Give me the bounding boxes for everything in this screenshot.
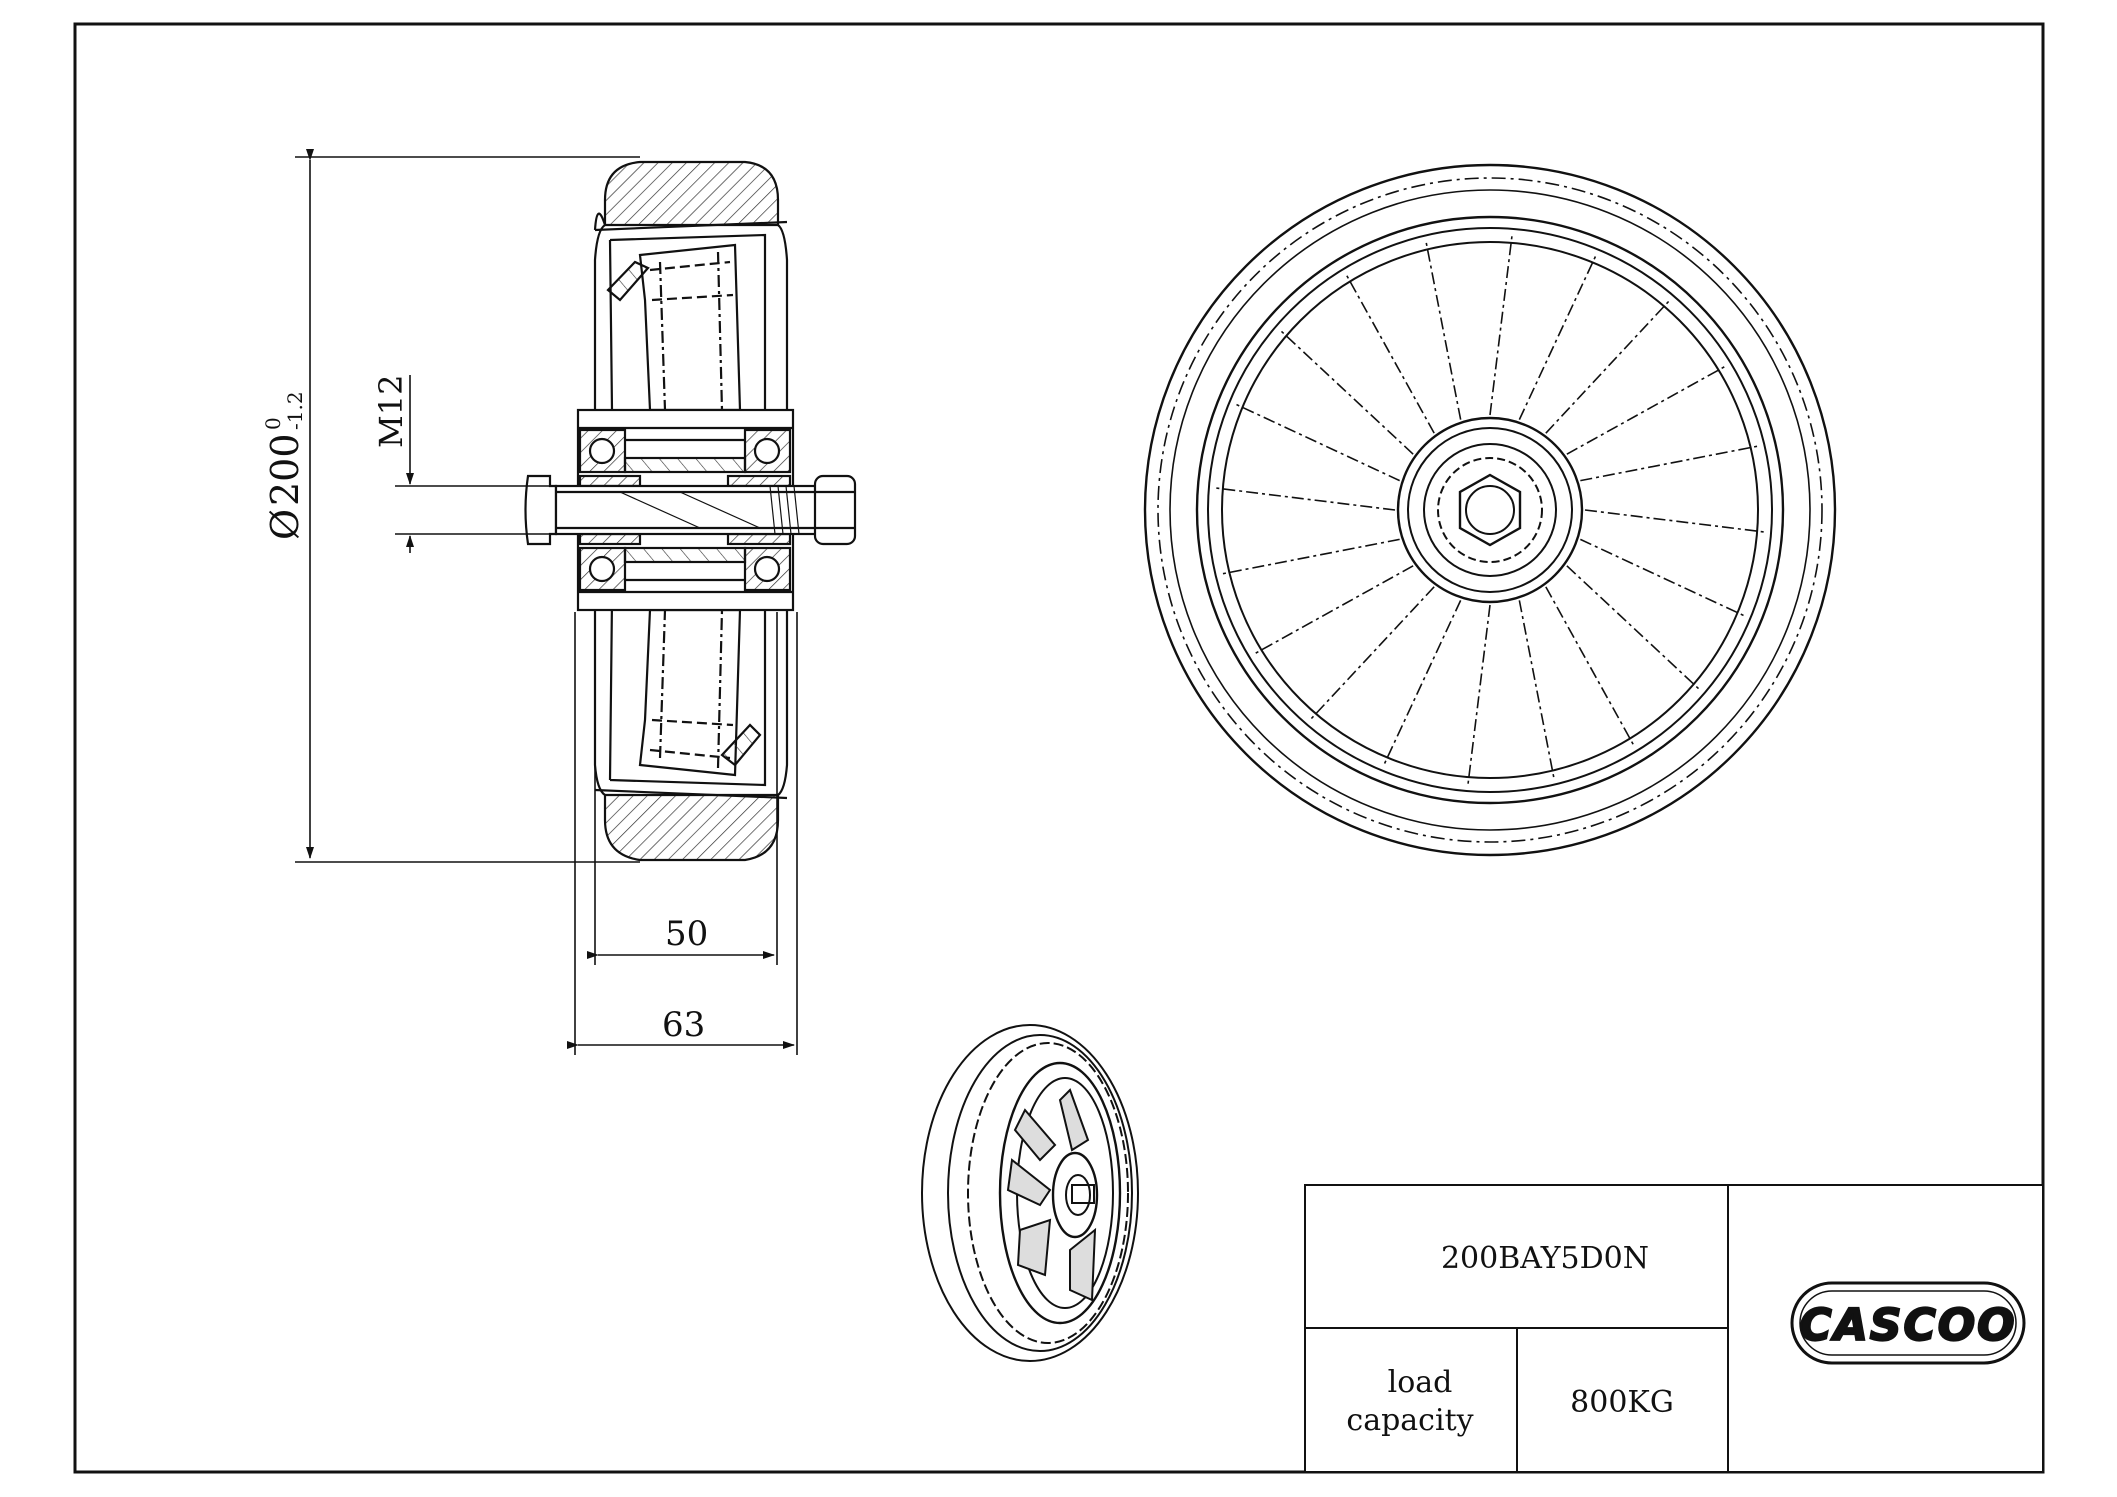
wheel-section-view (524, 160, 857, 862)
spoke-line (1467, 604, 1491, 785)
spoke-line (1518, 600, 1555, 778)
brand-logo-text: CASCOO (1799, 1300, 2016, 1351)
spoke-line (1235, 403, 1400, 482)
title-block (1304, 1184, 2044, 1473)
spoke-line (1545, 586, 1635, 746)
spoke-line (1566, 365, 1726, 455)
spoke-line (1580, 445, 1758, 482)
diameter-tol-lower: -1.2 (283, 391, 307, 430)
sheet-border (73, 22, 2045, 1474)
spoke-line (1584, 509, 1765, 533)
spoke-line (1489, 235, 1513, 416)
load-capacity-label-line1: load (1388, 1365, 1453, 1400)
spoke-line (1345, 274, 1435, 434)
spoke-line (1222, 538, 1400, 575)
spoke-line (1580, 538, 1745, 617)
diameter-value: 200 (263, 433, 307, 506)
wheel-isometric-view (921, 1024, 1139, 1362)
wheel-front-view (1143, 163, 1837, 857)
spoke-line (1215, 487, 1396, 511)
load-capacity-value: 800KG (1570, 1385, 1674, 1420)
spoke-line (1280, 330, 1414, 455)
spoke-line (1545, 300, 1670, 434)
spoke-line (1518, 255, 1597, 420)
brand-logo: CASCOO (1790, 1281, 2026, 1365)
part-number: 200BAY5D0N (1441, 1241, 1649, 1276)
diameter-tol-upper: 0 (261, 417, 285, 430)
spoke-line (1254, 565, 1414, 655)
overall-width-label: 63 (662, 1005, 705, 1045)
spoke-line (1566, 565, 1700, 690)
tread-width-label: 50 (665, 914, 708, 954)
dimension-lines (295, 149, 798, 1055)
load-capacity-label-line2: capacity (1346, 1403, 1473, 1438)
spoke-line (1310, 586, 1435, 720)
spoke-line (1383, 600, 1462, 765)
spoke-line (1425, 242, 1462, 420)
thread-label: M12 (372, 375, 410, 448)
wheel-spokes (1215, 235, 1765, 785)
diameter-symbol: Ø (263, 509, 307, 540)
